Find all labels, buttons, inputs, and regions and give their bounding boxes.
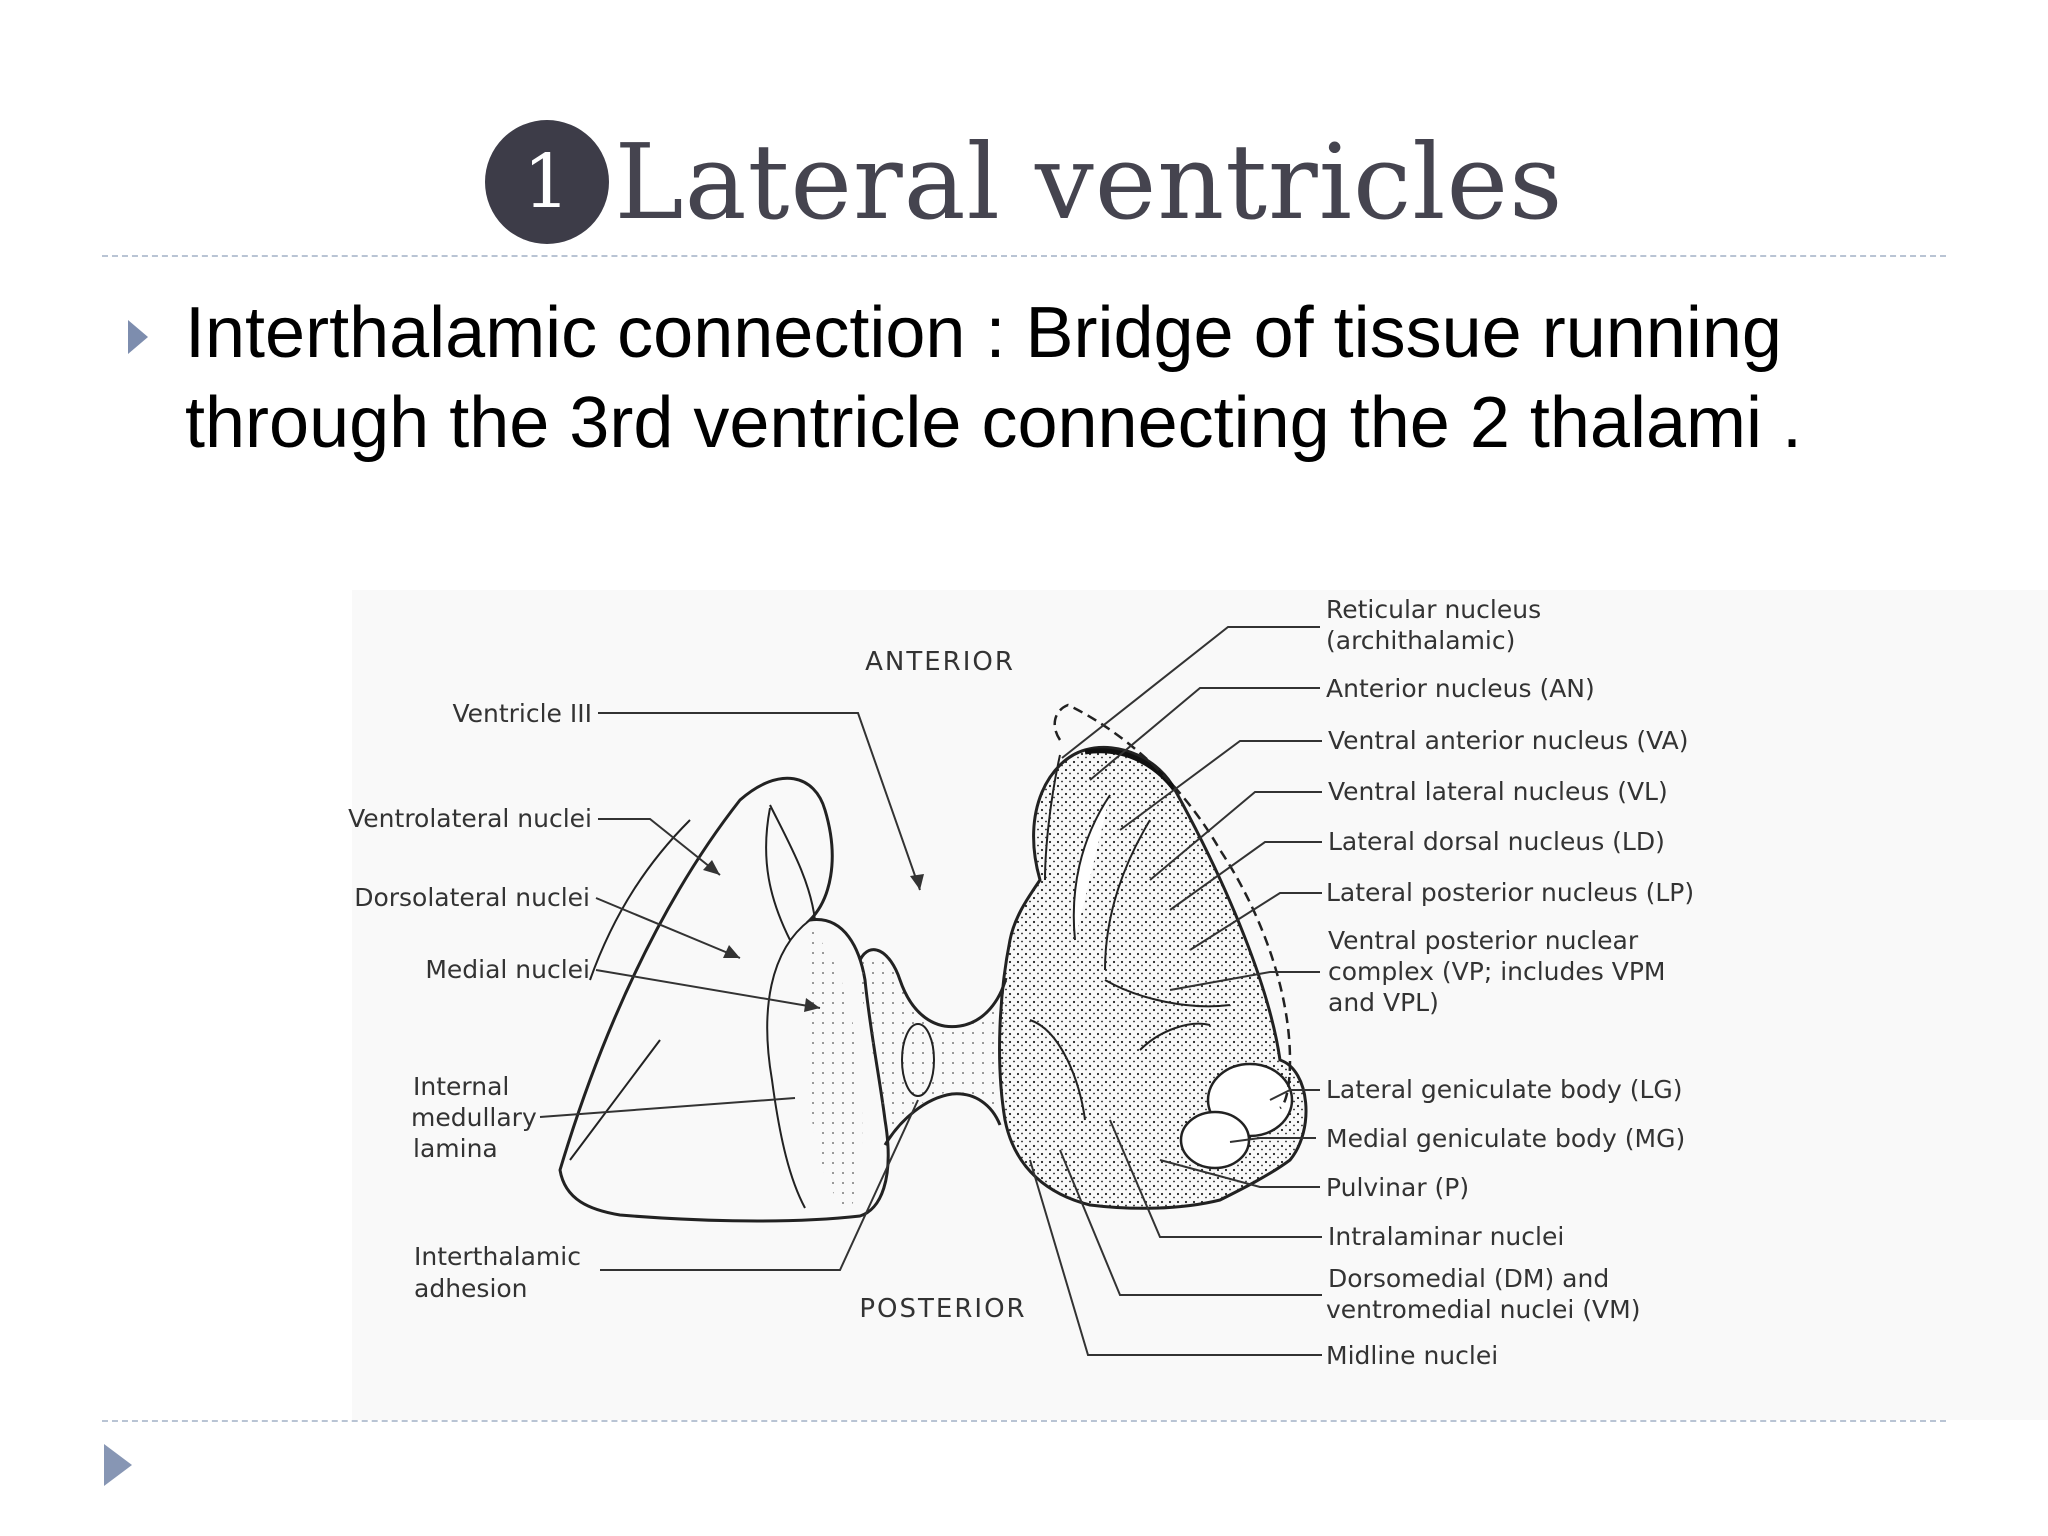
leader-lines <box>539 626 1322 1356</box>
label-internal-medullary-lamina-1: Internal <box>413 1072 509 1101</box>
label-ventricle-iii: Ventricle III <box>452 699 592 728</box>
label-medial-geniculate-body: Medial geniculate body (MG) <box>1326 1124 1685 1153</box>
label-dorsomedial-ventromedial-1: Dorsomedial (DM) and <box>1328 1264 1609 1293</box>
label-ventrolateral-nuclei: Ventrolateral nuclei <box>348 804 592 833</box>
label-ventral-posterior-complex-2: complex (VP; includes VPM <box>1328 957 1666 986</box>
bottom-divider <box>102 1420 1946 1422</box>
right-thalamus-shape <box>998 745 1308 1210</box>
left-thalamus-medial-stipple <box>805 930 863 1210</box>
bullet-arrow-icon <box>128 320 148 354</box>
anterior-label: ANTERIOR <box>865 647 1015 677</box>
next-slide-arrow-icon[interactable] <box>104 1444 132 1486</box>
slide-title-row: 1 Lateral ventricles <box>0 112 2048 252</box>
label-anterior-nucleus: Anterior nucleus (AN) <box>1326 674 1595 703</box>
leader-arrowheads <box>703 860 924 1012</box>
label-medial-nuclei: Medial nuclei <box>425 955 590 984</box>
label-lateral-geniculate-body: Lateral geniculate body (LG) <box>1326 1075 1683 1104</box>
label-ventral-posterior-complex-3: and VPL) <box>1328 988 1439 1017</box>
interthalamic-adhesion-shape <box>855 948 1008 1146</box>
label-dorsomedial-ventromedial-2: ventromedial nuclei (VM) <box>1326 1295 1640 1324</box>
label-ventral-lateral-nucleus: Ventral lateral nucleus (VL) <box>1328 777 1668 806</box>
reticular-nucleus-dashed-outline <box>1053 703 1292 1110</box>
label-midline-nuclei: Midline nuclei <box>1326 1341 1498 1370</box>
number-badge: 1 <box>484 120 609 244</box>
label-lateral-posterior-nucleus: Lateral posterior nucleus (LP) <box>1326 878 1694 907</box>
bullet-text: Interthalamic connection : Bridge of tis… <box>185 293 1802 463</box>
label-interthalamic-adhesion-2: adhesion <box>414 1274 528 1303</box>
thalamus-figure: ANTERIOR POSTERIOR Ventricle III Ventrol… <box>0 560 2048 1420</box>
label-ventral-anterior-nucleus: Ventral anterior nucleus (VA) <box>1328 726 1688 755</box>
label-interthalamic-adhesion-1: Interthalamic <box>414 1242 581 1271</box>
label-pulvinar: Pulvinar (P) <box>1326 1173 1469 1202</box>
label-ventral-posterior-complex-1: Ventral posterior nuclear <box>1328 926 1639 955</box>
slide-title: Lateral ventricles <box>614 121 1564 243</box>
label-lateral-dorsal-nucleus: Lateral dorsal nucleus (LD) <box>1328 827 1665 856</box>
top-divider <box>102 255 1946 257</box>
number-badge-digit: 1 <box>522 139 571 225</box>
thalamus-diagram: ANTERIOR POSTERIOR Ventricle III Ventrol… <box>348 595 1694 1370</box>
label-dorsolateral-nuclei: Dorsolateral nuclei <box>354 883 590 912</box>
label-reticular-nucleus-2: (archithalamic) <box>1326 626 1515 655</box>
label-intralaminar-nuclei: Intralaminar nuclei <box>1328 1222 1564 1251</box>
label-internal-medullary-lamina-2: medullary <box>411 1103 537 1132</box>
posterior-label: POSTERIOR <box>859 1294 1026 1324</box>
label-reticular-nucleus-1: Reticular nucleus <box>1326 595 1541 624</box>
label-internal-medullary-lamina-3: lamina <box>413 1134 498 1163</box>
